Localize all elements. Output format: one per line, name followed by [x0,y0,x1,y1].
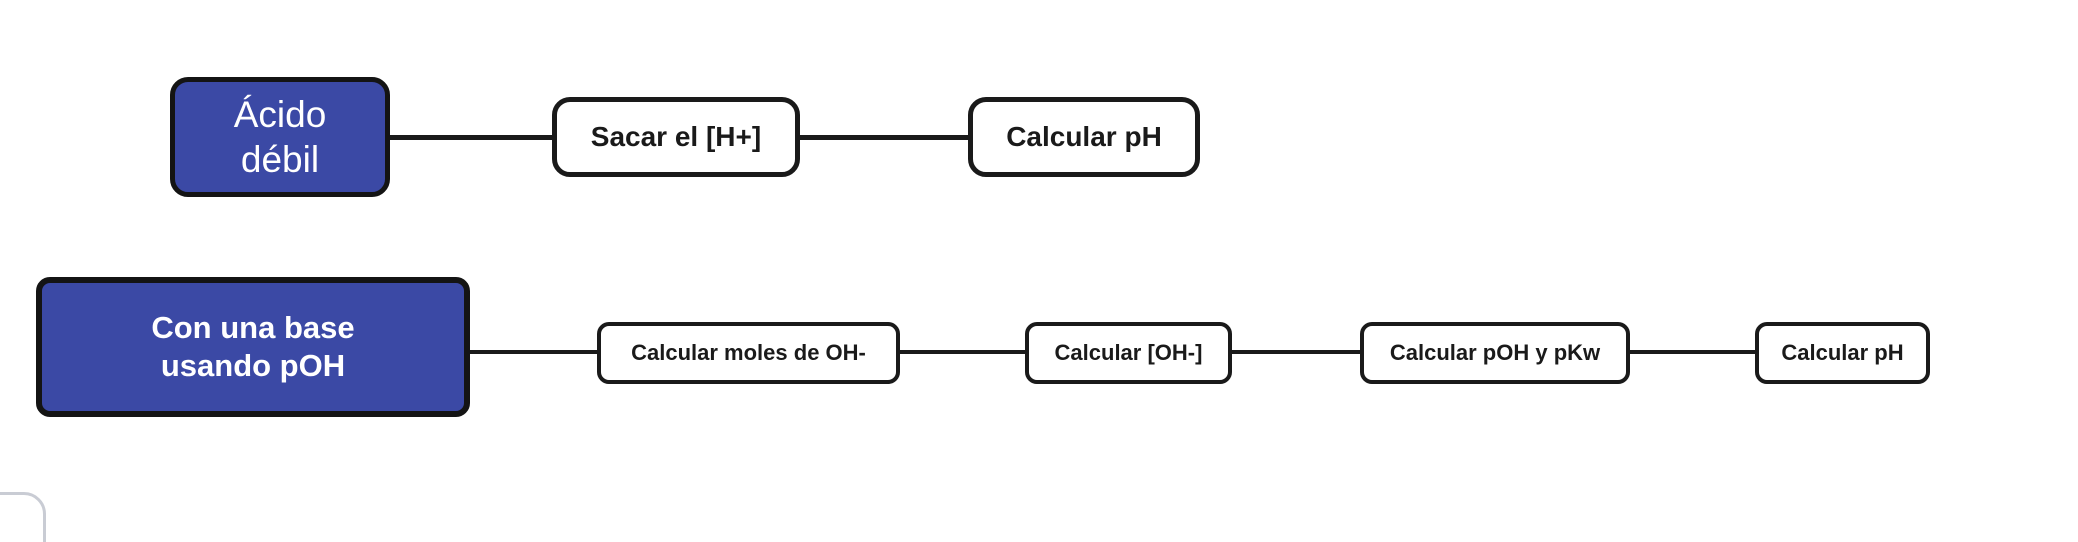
connector-calcular-oh-to-poh-pkw [1228,350,1365,354]
connector-moles-oh-to-calcular-oh [896,350,1030,354]
connector-acido-to-sacar [385,135,557,140]
node-sacar-el-h[interactable]: Sacar el [H+] [552,97,800,177]
frame-corner-artifact [0,492,46,542]
node-calcular-moles-de-oh[interactable]: Calcular moles de OH- [597,322,900,384]
node-calcular-oh-concentration[interactable]: Calcular [OH-] [1025,322,1232,384]
node-acido-debil[interactable]: Ácido débil [170,77,390,197]
connector-sacar-to-calcular-ph [796,135,973,140]
node-con-una-base-usando-poh[interactable]: Con una base usando pOH [36,277,470,417]
node-calcular-ph-row2[interactable]: Calcular pH [1755,322,1930,384]
node-calcular-poh-y-pkw[interactable]: Calcular pOH y pKw [1360,322,1630,384]
connector-base-to-moles-oh [466,350,602,354]
node-calcular-ph-row1[interactable]: Calcular pH [968,97,1200,177]
connector-poh-pkw-to-calcular-ph [1626,350,1760,354]
